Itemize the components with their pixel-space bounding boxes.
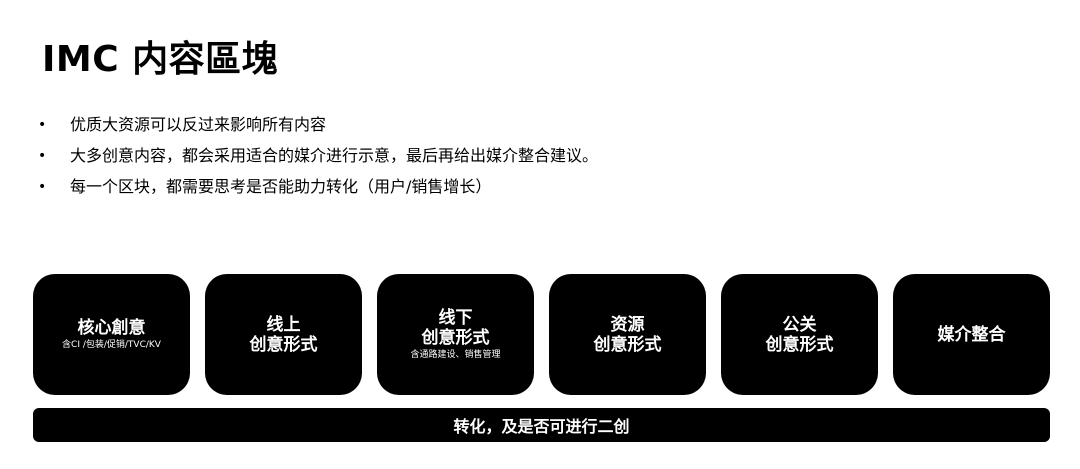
block-title: 媒介整合 — [937, 324, 1006, 345]
bullet-item: • 大多创意内容，都会采用适合的媒介进行示意，最后再给出媒介整合建议。 — [38, 143, 598, 174]
bullet-text: 每一个区块，都需要思考是否能助力转化（用户/销售增长） — [70, 177, 492, 196]
bullet-text: 优质大资源可以反过来影响所有内容 — [70, 115, 327, 134]
block-title-line2: 创意形式 — [249, 334, 318, 355]
block-title: 线上 — [266, 314, 301, 335]
block-subtitle: 含CI /包装/促销/TVC/KV — [62, 339, 161, 350]
block-title-line2: 创意形式 — [421, 327, 490, 348]
block-title: 资源 — [610, 314, 645, 335]
block-title: 核心創意 — [77, 317, 146, 338]
block-title: 公关 — [782, 314, 817, 335]
block-media-integration: 媒介整合 — [893, 274, 1050, 395]
block-core-creative: 核心創意 含CI /包装/促销/TVC/KV — [33, 274, 190, 395]
bullet-text: 大多创意内容，都会采用适合的媒介进行示意，最后再给出媒介整合建议。 — [70, 146, 599, 165]
bullet-list: • 优质大资源可以反过来影响所有内容 • 大多创意内容，都会采用适合的媒介进行示意，… — [38, 112, 598, 205]
block-title-line2: 创意形式 — [765, 334, 834, 355]
bullet-dot-icon: • — [38, 148, 47, 164]
block-title-line2: 创意形式 — [593, 334, 662, 355]
block-pr-creative: 公关 创意形式 — [721, 274, 878, 395]
page-title: IMC 内容區塊 — [42, 39, 279, 80]
bullet-dot-icon: • — [38, 117, 47, 133]
block-subtitle: 含通路建设、销售管理 — [410, 349, 501, 360]
bullet-item: • 优质大资源可以反过来影响所有内容 — [38, 112, 598, 143]
bullet-dot-icon: • — [38, 179, 47, 195]
bullet-item: • 每一个区块，都需要思考是否能助力转化（用户/销售增长） — [38, 174, 598, 205]
block-title: 线下 — [438, 307, 473, 328]
block-offline-creative: 线下 创意形式 含通路建设、销售管理 — [377, 274, 534, 395]
block-online-creative: 线上 创意形式 — [205, 274, 362, 395]
conversion-bar: 转化，及是否可进行二创 — [33, 408, 1050, 442]
block-resource-creative: 资源 创意形式 — [549, 274, 706, 395]
